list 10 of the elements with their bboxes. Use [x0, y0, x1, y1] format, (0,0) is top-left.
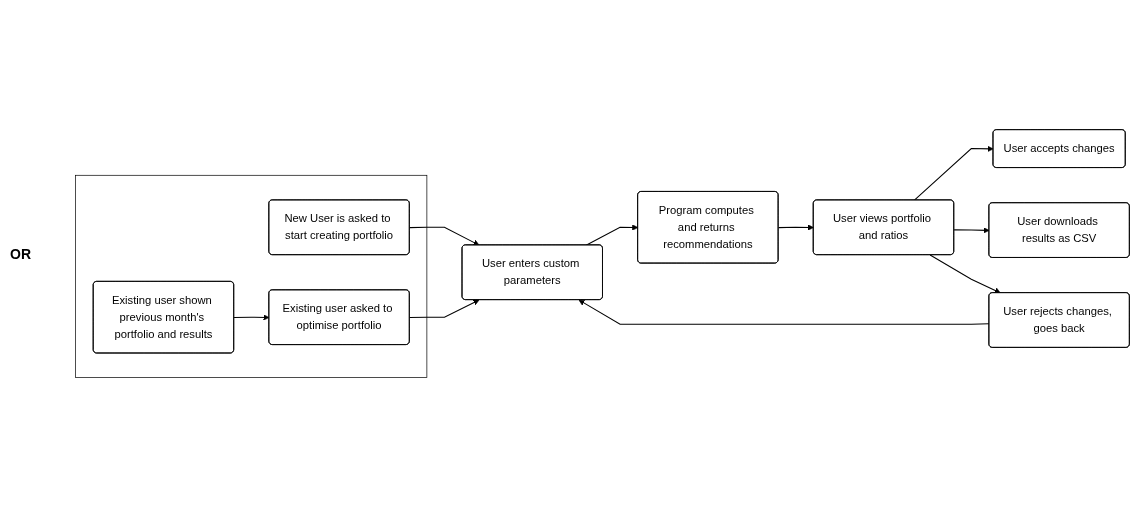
arrow [929, 254, 1001, 294]
arrow [953, 227, 990, 234]
arrow [409, 299, 480, 318]
arrow [777, 224, 814, 231]
arrow [233, 314, 270, 321]
arrow [578, 299, 990, 325]
arrow [409, 226, 480, 246]
arrow [913, 145, 994, 201]
text-label: OR [10, 245, 32, 262]
cluster [75, 174, 428, 378]
